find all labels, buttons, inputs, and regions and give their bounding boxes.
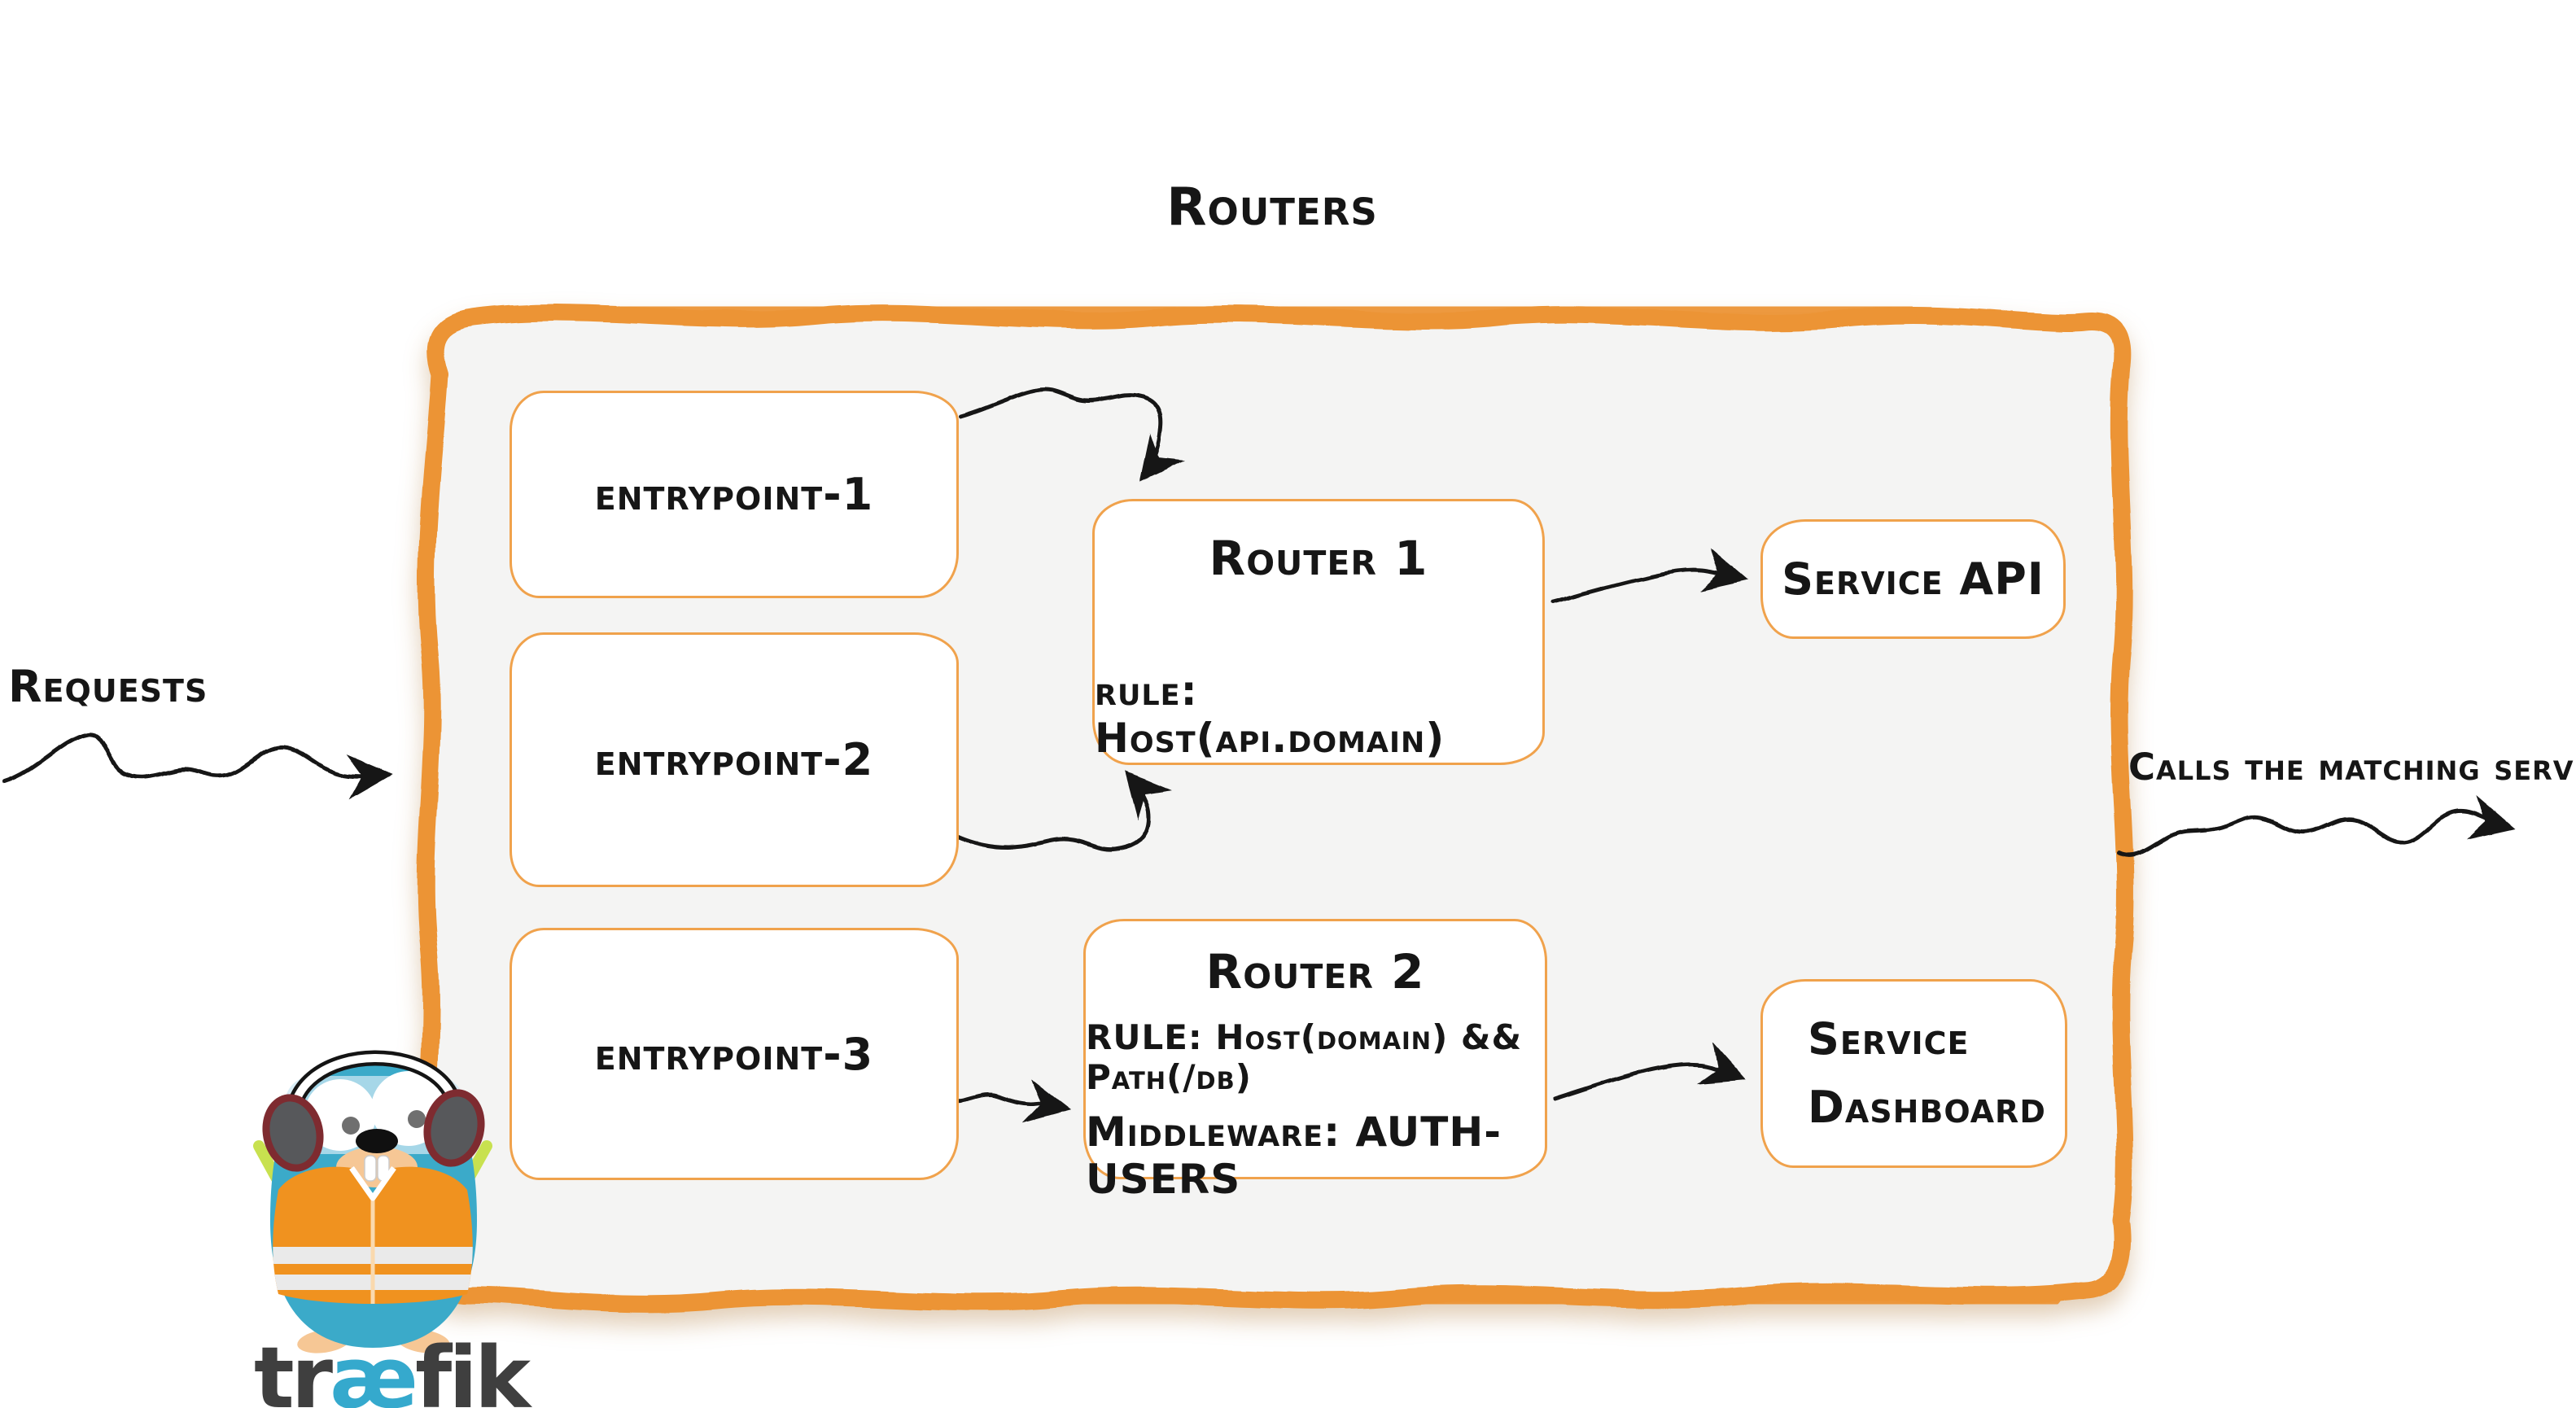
arrow-entrypoint2-to-router1 xyxy=(946,771,1172,852)
arrow-requests-into-container xyxy=(2,732,393,800)
gopher-safety-vest xyxy=(273,1165,473,1304)
router-2-middleware: Middleware: AUTH-USERS xyxy=(1086,1108,1502,1203)
traefik-gopher-mascot xyxy=(253,1050,492,1353)
wordmark-ae: æ xyxy=(330,1328,418,1408)
service-dashboard-label-line1: Service xyxy=(1808,1013,1970,1065)
gopher-headphones xyxy=(262,1050,485,1172)
service-dashboard-box: Service Dashboard xyxy=(1760,979,2067,1168)
entrypoint-2-label: entrypoint-2 xyxy=(594,734,874,785)
entrypoint-3-box: entrypoint-3 xyxy=(510,928,959,1180)
service-api-label: Service API xyxy=(1782,553,2045,605)
wordmark-fik: fik xyxy=(415,1328,531,1408)
entrypoint-3-label: entrypoint-3 xyxy=(594,1028,874,1080)
arrow-router1-to-service-api xyxy=(1550,547,1749,605)
traefik-wordmark: træfik xyxy=(254,1328,531,1408)
router-2-rule: RULE: Host(domain) && Path(/db) xyxy=(1086,1017,1523,1097)
calls-matching-server-label: Calls the matching server xyxy=(2128,746,2576,789)
gopher-pupil xyxy=(408,1110,426,1128)
service-dashboard-label-line2: Dashboard xyxy=(1808,1082,2046,1133)
router-2-title: Router 2 xyxy=(1205,944,1425,999)
arrow-calls-matching-server xyxy=(2117,795,2516,858)
requests-label: Requests xyxy=(8,661,208,712)
entrypoint-2-box: entrypoint-2 xyxy=(510,632,959,887)
router-1-box: Router 1 rule: Host(api.domain) xyxy=(1092,499,1545,765)
wordmark-tr: tr xyxy=(254,1328,333,1408)
router-1-rule: rule: Host(api.domain) xyxy=(1095,667,1445,762)
entrypoint-1-label: entrypoint-1 xyxy=(594,469,874,520)
arrow-router2-to-service-dashboard xyxy=(1552,1043,1747,1101)
service-api-box: Service API xyxy=(1760,519,2066,639)
gopher-tooth xyxy=(364,1155,377,1182)
gopher-pupil xyxy=(342,1117,360,1135)
arrow-entrypoint1-to-router1 xyxy=(958,387,1185,482)
router-1-title: Router 1 xyxy=(1209,531,1428,586)
diagram-title: Routers xyxy=(1166,177,1378,238)
gopher-nose xyxy=(356,1129,398,1153)
router-2-box: Router 2 RULE: Host(domain) && Path(/db)… xyxy=(1083,919,1547,1203)
entrypoint-1-box: entrypoint-1 xyxy=(510,391,959,598)
